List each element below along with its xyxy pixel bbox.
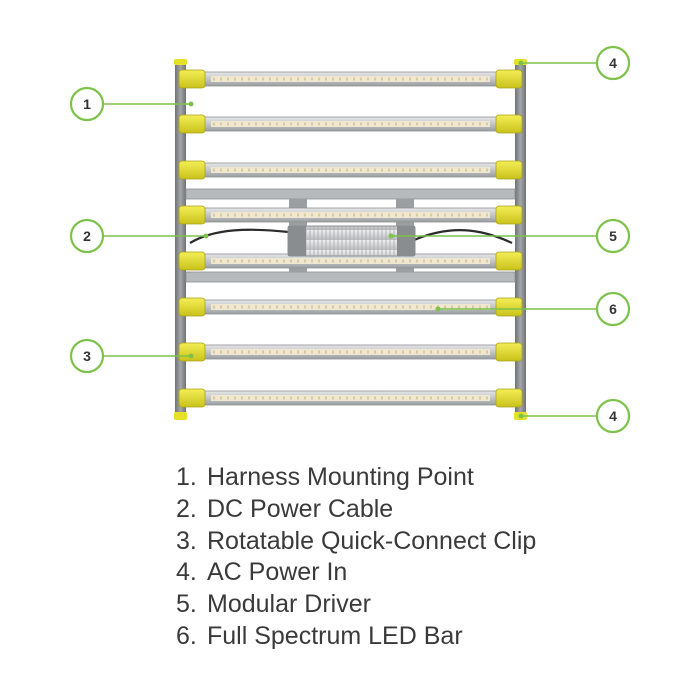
led-strip xyxy=(211,304,490,310)
callout-number: 5 xyxy=(609,228,617,244)
left-side-rail xyxy=(175,62,186,418)
quick-connect-clip xyxy=(495,297,523,317)
callout-number: 1 xyxy=(83,96,91,112)
led-strip xyxy=(211,167,490,173)
quick-connect-clip xyxy=(495,69,523,89)
anchor-dot xyxy=(518,413,524,419)
callout-2: 2 xyxy=(69,218,105,254)
right-side-rail xyxy=(515,62,526,418)
legend-number: 1. xyxy=(176,463,197,491)
quick-connect-clip xyxy=(178,251,206,271)
anchor-dot xyxy=(435,306,441,312)
quick-connect-clip xyxy=(495,160,523,180)
led-bar xyxy=(178,251,523,271)
led-bar xyxy=(178,160,523,180)
legend-number: 4. xyxy=(176,558,197,587)
legend-item: 6. Full Spectrum LED Bar xyxy=(176,621,536,653)
quick-connect-clip xyxy=(178,297,206,317)
quick-connect-clip xyxy=(178,69,206,89)
quick-connect-clip xyxy=(495,251,523,271)
led-bar xyxy=(178,297,523,317)
legend-label: Harness Mounting Point xyxy=(207,463,474,491)
legend-number: 2. xyxy=(176,494,197,523)
callout-5: 5 xyxy=(595,218,631,254)
legend-label: Modular Driver xyxy=(207,590,371,619)
legend-label: Rotatable Quick-Connect Clip xyxy=(207,526,537,555)
quick-connect-clip xyxy=(178,114,206,134)
anchor-dot xyxy=(518,60,524,66)
legend-label: Full Spectrum LED Bar xyxy=(207,621,463,650)
legend-label: AC Power In xyxy=(207,558,348,587)
driver-end-block xyxy=(288,226,306,256)
led-strip xyxy=(211,212,490,218)
led-strip xyxy=(211,258,490,264)
callout-number: 6 xyxy=(609,301,617,317)
callout-4-bottom: 4 xyxy=(595,398,631,434)
led-strip xyxy=(211,121,490,127)
callout-leaders xyxy=(104,62,596,417)
quick-connect-clip xyxy=(178,342,206,362)
dc-cable-left xyxy=(189,228,290,244)
led-bar xyxy=(178,205,523,225)
led-bar xyxy=(178,114,523,134)
led-strip xyxy=(211,395,490,401)
quick-connect-clip xyxy=(495,205,523,225)
legend-item: 3. Rotatable Quick-Connect Clip xyxy=(176,526,536,558)
callout-6: 6 xyxy=(595,291,631,327)
led-strip xyxy=(211,76,490,82)
anchor-dot xyxy=(203,233,209,239)
quick-connect-clip xyxy=(178,160,206,180)
modular-driver xyxy=(287,225,416,257)
callout-1: 1 xyxy=(69,86,105,122)
quick-connect-clip xyxy=(495,388,523,408)
legend-number: 5. xyxy=(176,590,197,619)
led-bar xyxy=(178,69,523,89)
callout-number: 4 xyxy=(609,55,617,71)
bracket-rail-upper xyxy=(185,188,516,200)
driver-housing xyxy=(287,225,416,257)
led-bar xyxy=(178,388,523,408)
led-bars xyxy=(178,69,523,408)
bracket-rail-lower xyxy=(185,271,516,283)
callout-4-top: 4 xyxy=(595,45,631,81)
rail-end-cap-bottom-left xyxy=(174,412,187,420)
legend-number: 3. xyxy=(176,526,197,555)
legend-number: 6. xyxy=(176,621,197,650)
callouts: 1 2 3 4 5 6 4 xyxy=(69,45,631,434)
rail-end-cap-top-left xyxy=(174,59,187,65)
legend-item: 2. DC Power Cable xyxy=(176,494,536,526)
legend-item: 1. Harness Mounting Point xyxy=(176,462,536,494)
callout-number: 3 xyxy=(83,348,91,364)
quick-connect-clip xyxy=(178,205,206,225)
legend-list: 1. Harness Mounting Point 2. DC Power Cabl… xyxy=(176,462,536,653)
quick-connect-clip xyxy=(178,388,206,408)
led-strip xyxy=(211,349,490,355)
legend-label: DC Power Cable xyxy=(207,494,394,523)
callout-3: 3 xyxy=(69,338,105,374)
callout-anchor-dots xyxy=(188,60,524,419)
quick-connect-clip xyxy=(495,114,523,134)
callout-number: 2 xyxy=(83,228,91,244)
led-bar xyxy=(178,342,523,362)
grow-light-diagram: 1 2 3 4 5 6 4 xyxy=(69,45,631,434)
legend-item: 4. AC Power In xyxy=(176,557,536,589)
quick-connect-clip xyxy=(495,342,523,362)
driver-end-block xyxy=(397,226,415,256)
legend-item: 5. Modular Driver xyxy=(176,589,536,621)
anchor-dot xyxy=(188,353,194,359)
callout-number: 4 xyxy=(609,408,617,424)
anchor-dot xyxy=(188,101,194,107)
anchor-dot xyxy=(388,233,394,239)
